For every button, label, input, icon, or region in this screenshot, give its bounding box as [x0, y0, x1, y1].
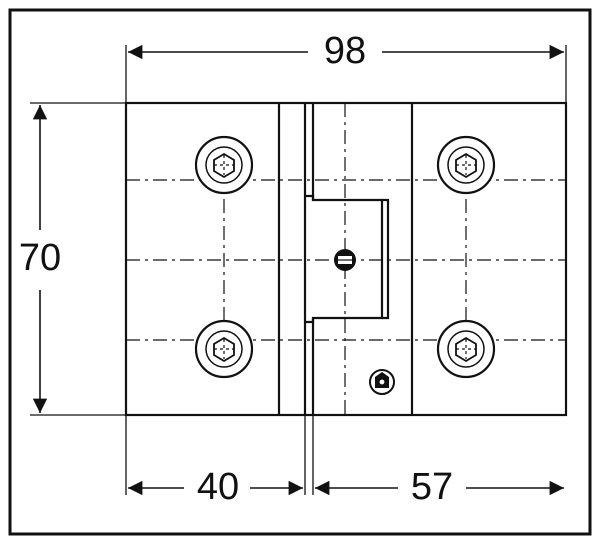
extension-lines: [30, 45, 567, 495]
hex-socket-screw-icon: [436, 319, 496, 379]
center-pin-icon: [334, 249, 356, 271]
upper-step-left: [305, 194, 315, 200]
adjustment-screw-icon: [368, 369, 396, 395]
hex-socket-screw-icon: [194, 319, 254, 379]
left-width-label: 40: [197, 466, 239, 508]
right-knuckle-profile: [311, 103, 384, 415]
height-label: 70: [19, 237, 61, 279]
hex-socket-screw-icon: [194, 135, 254, 195]
lower-step-left: [305, 318, 315, 324]
hinge-body: [124, 101, 568, 417]
dimension-lines: [32, 44, 564, 496]
hex-socket-screw-icon: [436, 135, 496, 195]
hinge-outline: [124, 101, 568, 417]
knuckle-thickness-line: [382, 198, 390, 320]
overall-width-label: 98: [324, 30, 366, 72]
drawing-border: [8, 8, 592, 536]
right-width-label: 57: [411, 466, 453, 508]
